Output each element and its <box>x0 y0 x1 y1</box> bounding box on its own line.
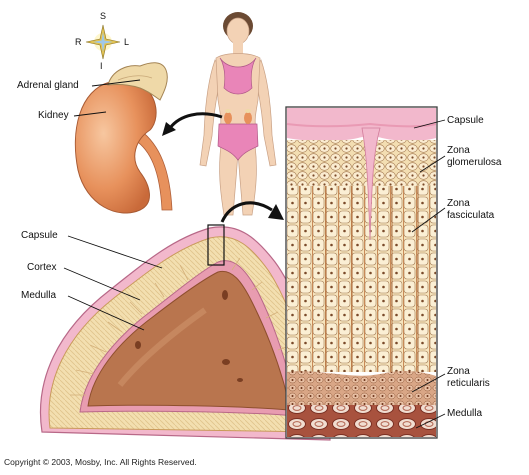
adrenal-gland-label: Adrenal gland <box>17 80 79 91</box>
human-figure <box>199 12 277 216</box>
kidney-illustration <box>74 62 173 214</box>
arrow-to-magnified-icon <box>220 201 273 223</box>
arrow-to-kidney-icon <box>168 112 223 129</box>
leader-lines <box>63 79 446 429</box>
copyright-notice: Copyright © 2003, Mosby, Inc. All Rights… <box>4 457 197 467</box>
cortex-label: Cortex <box>27 262 57 273</box>
magnified-tissue-panel <box>285 106 438 439</box>
compass-inferior-label: I <box>100 61 103 71</box>
capsule-label: Capsule <box>21 230 58 241</box>
compass-right-label: R <box>75 37 82 47</box>
medulla-label: Medulla <box>21 290 57 301</box>
compass-superior-label: S <box>100 11 107 21</box>
zona-glomerulosa-label-line2: glomerulosa <box>447 157 502 168</box>
capsule-right-label: Capsule <box>447 115 484 126</box>
zona-fasciculata-label-line1: Zona <box>447 198 470 209</box>
compass-star-icon <box>85 24 121 60</box>
zona-glomerulosa-label-line1: Zona <box>447 145 470 156</box>
adrenal-cross-section <box>39 224 331 441</box>
medulla-right-label: Medulla <box>447 408 483 419</box>
zona-fasciculata-label-line2: fasciculata <box>447 210 495 221</box>
zona-reticularis-label-line1: Zona <box>447 366 470 377</box>
zona-reticularis-label-line2: reticularis <box>447 378 490 389</box>
kidney-label: Kidney <box>38 110 69 121</box>
compass-left-label: L <box>124 37 130 47</box>
